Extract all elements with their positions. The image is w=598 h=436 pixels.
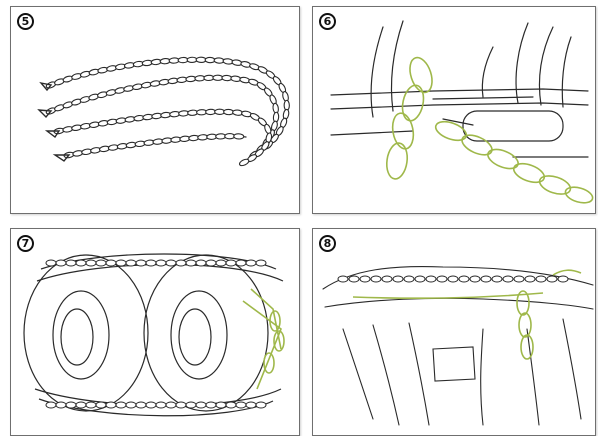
step-panel-8: 8 (312, 228, 596, 436)
twin-tires-illustration (11, 229, 300, 436)
step-panel-7: 7 (10, 228, 300, 436)
tensioned-chain-illustration (313, 229, 596, 436)
axle-hook-illustration (313, 7, 596, 214)
loose-chains-illustration (11, 7, 300, 214)
step-panel-6: 6 (312, 6, 596, 214)
step-panel-5: 5 (10, 6, 300, 214)
